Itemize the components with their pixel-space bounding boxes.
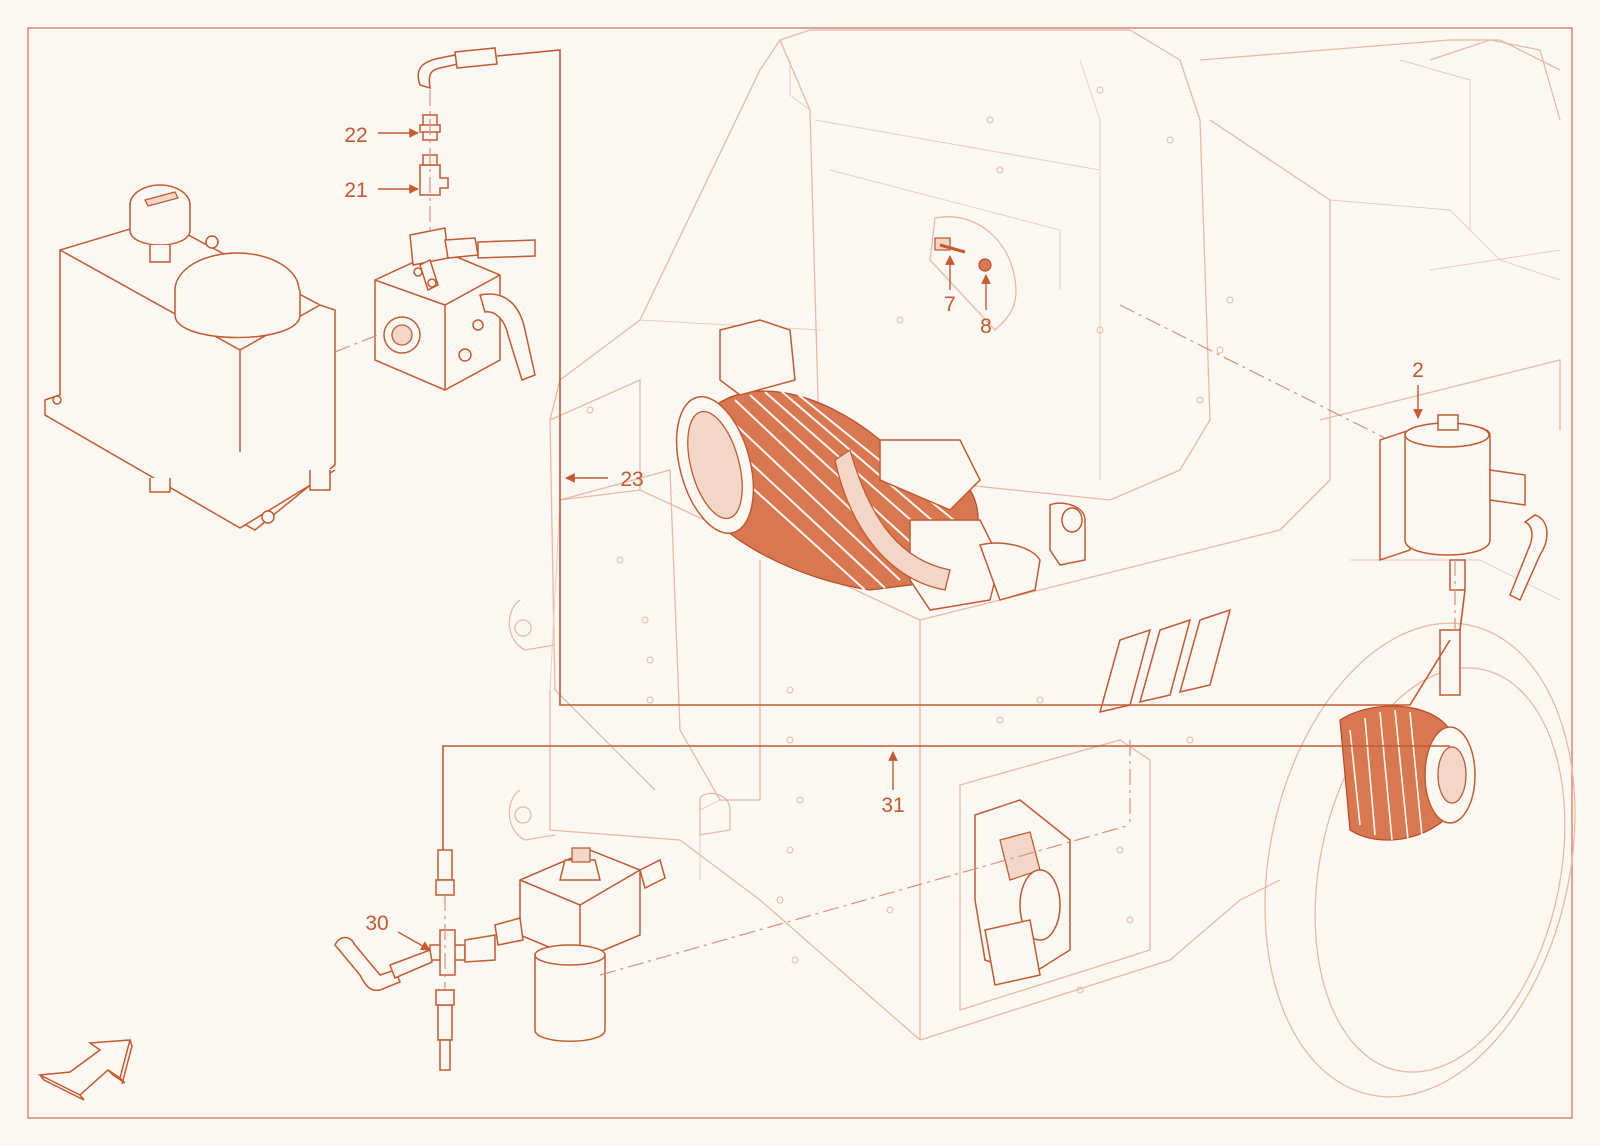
callout-22[interactable]: 22 xyxy=(344,124,419,147)
callout-8[interactable]: 8 xyxy=(980,274,992,338)
callout-23-label: 23 xyxy=(620,468,643,491)
front-direction-arrow-icon xyxy=(37,1039,133,1101)
electric-motor xyxy=(675,319,1086,611)
detail-circle xyxy=(929,216,1017,331)
callout-2-label: 2 xyxy=(1412,359,1424,382)
callout-2[interactable]: 2 xyxy=(1412,359,1424,419)
callout-7[interactable]: 7 xyxy=(944,255,956,316)
controller-unit xyxy=(974,799,1071,986)
callout-31[interactable]: 31 xyxy=(881,751,905,817)
callout-21-label: 21 xyxy=(344,179,367,202)
valve-block xyxy=(374,227,536,391)
hydraulic-lines xyxy=(334,49,1466,990)
hydraulic-oil-tank xyxy=(44,184,336,531)
fittings-21-22 xyxy=(417,47,498,196)
callout-30[interactable]: 30 xyxy=(365,912,431,951)
callout-23[interactable]: 23 xyxy=(565,468,644,491)
callout-30-label: 30 xyxy=(365,912,388,935)
callout-22-label: 22 xyxy=(344,124,367,147)
callout-8-label: 8 xyxy=(980,315,992,338)
machine-frame-ghost xyxy=(508,29,1576,1098)
suction-filter xyxy=(334,847,666,1071)
callout-7-label: 7 xyxy=(944,293,956,316)
drawing-frame xyxy=(27,27,1573,1119)
callout-31-label: 31 xyxy=(881,794,904,817)
callout-21[interactable]: 21 xyxy=(344,179,419,202)
pressure-filter xyxy=(1339,414,1548,841)
